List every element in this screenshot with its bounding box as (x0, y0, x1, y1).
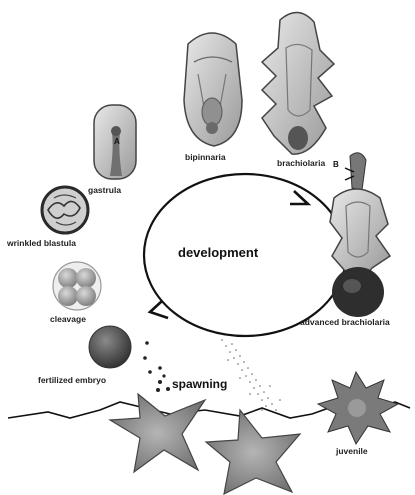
adult-sea-star-left (110, 394, 205, 472)
label-bipinnaria: bipinnaria (185, 152, 226, 162)
label-wrinkled-blastula: wrinkled blastula (7, 238, 76, 248)
label-brachiolaria: brachiolaria (277, 158, 325, 168)
fertilized-embryo-specimen (89, 326, 131, 368)
cycle-arrow-right (290, 191, 308, 204)
marker-a: A (114, 137, 120, 146)
brachiolaria-specimen (262, 12, 334, 154)
adult-sea-star-right (206, 410, 300, 494)
label-advanced-brachiolaria: advanced brachiolaria (300, 317, 390, 327)
label-gastrula: gastrula (88, 185, 121, 195)
label-spawning: spawning (172, 377, 227, 391)
cleavage-specimen (53, 262, 101, 310)
sperm-stream (221, 339, 281, 411)
label-cleavage: cleavage (50, 314, 86, 324)
label-fertilized-embryo: fertilized embryo (38, 375, 106, 385)
marker-b: B (333, 160, 339, 169)
juvenile-specimen (318, 372, 398, 444)
label-juvenile: juvenile (336, 446, 368, 456)
wrinkled-blastula-specimen (42, 187, 88, 233)
bipinnaria-specimen (184, 33, 242, 146)
advanced-brachiolaria-specimen (330, 153, 390, 317)
spawned-eggs (143, 341, 170, 392)
center-label: development (178, 245, 258, 260)
